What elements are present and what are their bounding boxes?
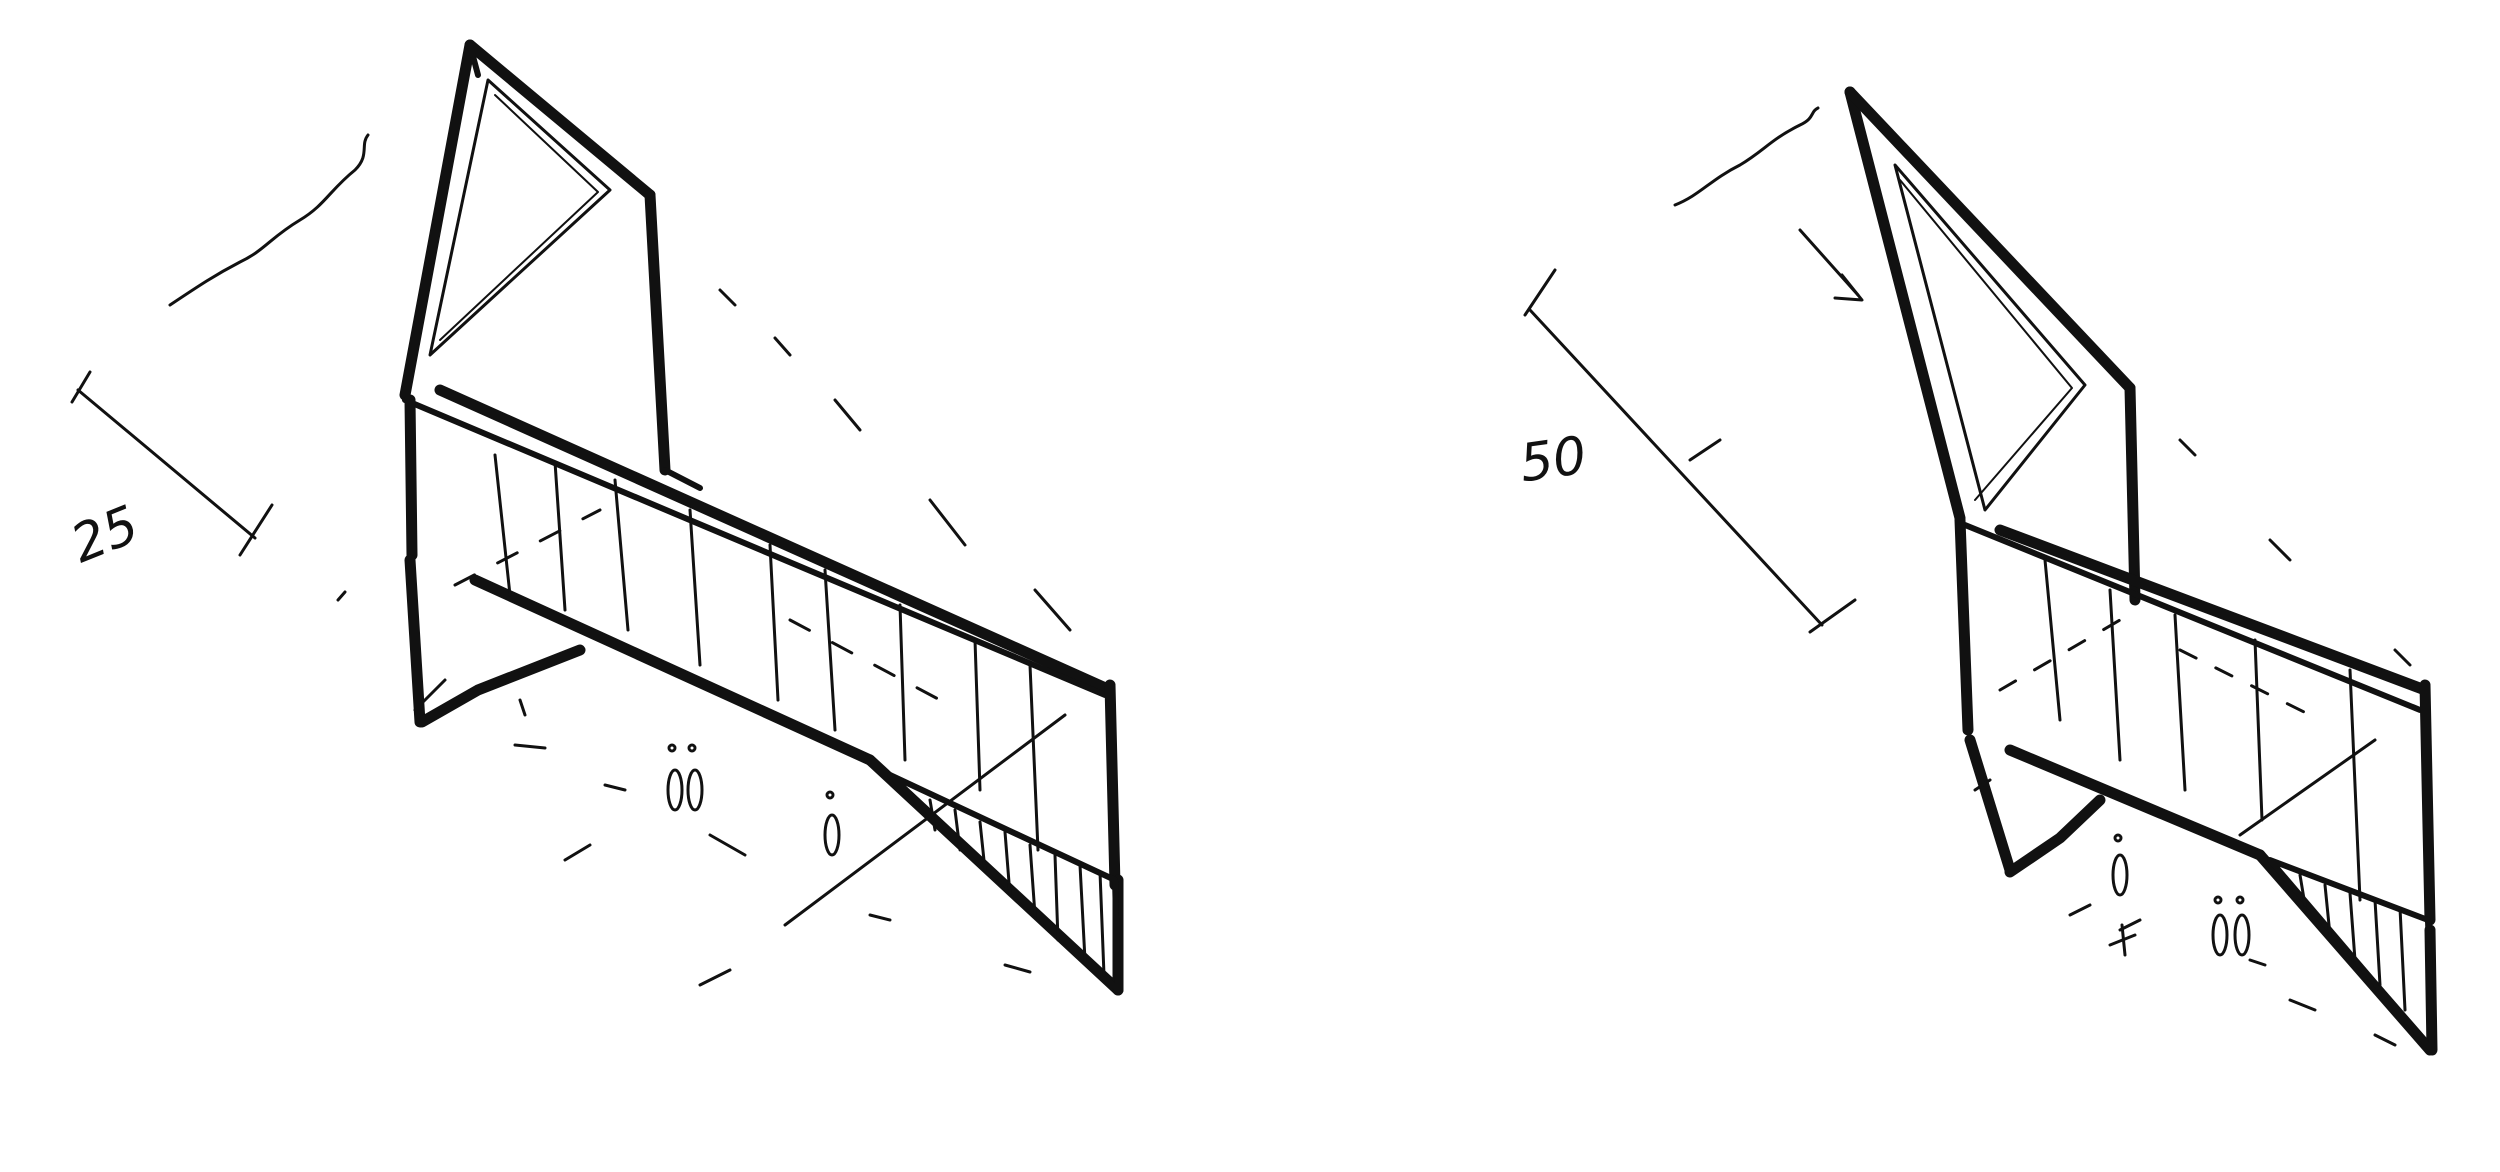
upper-block-right	[1844, 86, 2141, 606]
sketch-left	[70, 39, 1124, 996]
lower-bar-left	[402, 384, 1124, 996]
sketch-right	[1523, 86, 2438, 1056]
landscape-marks-right	[1973, 438, 2412, 1047]
upper-block-left	[399, 39, 671, 476]
wavy-line-left	[168, 133, 370, 307]
lower-bar-right	[1954, 514, 2438, 1056]
dimension-line-right	[1523, 268, 1857, 634]
arrow-icon	[1798, 228, 1864, 302]
shadow-hatch-left	[887, 772, 1121, 993]
dimension-label-right: 50	[1516, 425, 1591, 495]
landscape-marks-left	[336, 288, 1072, 987]
shadow-hatch-right	[2267, 857, 2435, 1053]
dimension-line-left	[70, 370, 274, 557]
wavy-line-right	[1673, 106, 1820, 207]
